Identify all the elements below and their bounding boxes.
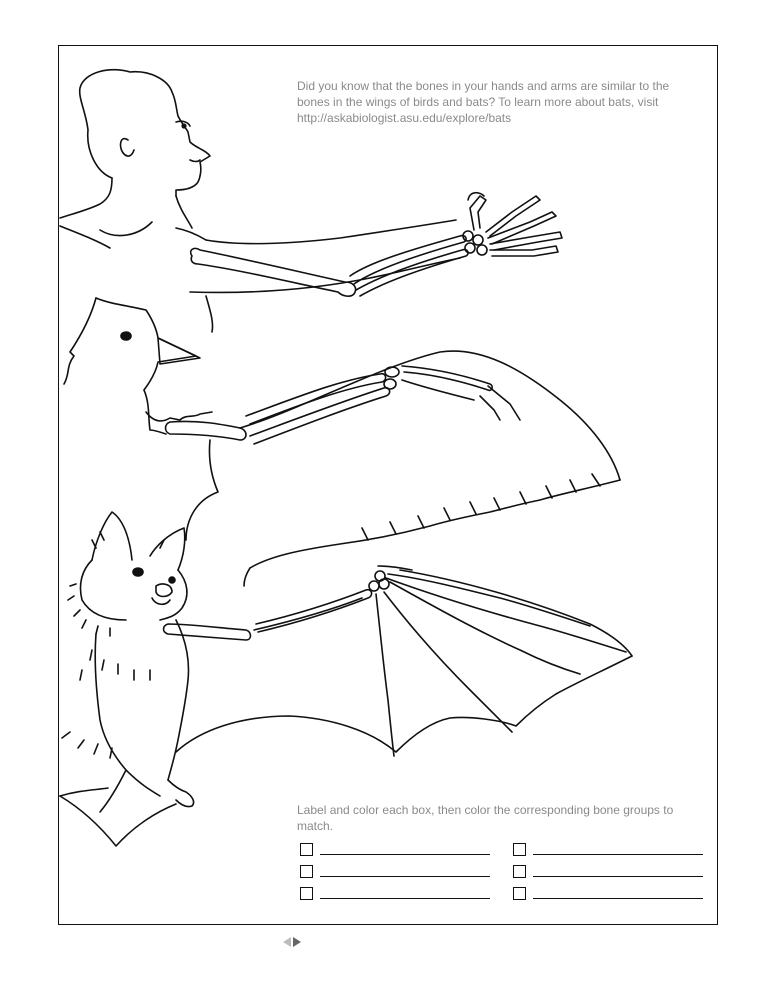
label-box-row[interactable] xyxy=(300,887,490,900)
label-line[interactable] xyxy=(320,854,490,855)
label-box-row[interactable] xyxy=(513,865,703,878)
label-box-grid xyxy=(300,843,703,913)
label-box-row[interactable] xyxy=(513,887,703,900)
label-line[interactable] xyxy=(533,876,703,877)
color-box[interactable] xyxy=(300,887,313,900)
label-box-row[interactable] xyxy=(513,843,703,856)
color-box[interactable] xyxy=(300,865,313,878)
color-box[interactable] xyxy=(513,843,526,856)
label-box-row[interactable] xyxy=(300,865,490,878)
color-box[interactable] xyxy=(513,887,526,900)
color-box[interactable] xyxy=(513,865,526,878)
page-nav-icon[interactable] xyxy=(283,936,301,948)
label-line[interactable] xyxy=(533,854,703,855)
label-box-row[interactable] xyxy=(300,843,490,856)
instructions-text: Label and color each box, then color the… xyxy=(297,803,674,833)
label-line[interactable] xyxy=(320,876,490,877)
bird-wing-illustration xyxy=(63,297,621,587)
bat-wing-illustration xyxy=(59,511,633,847)
label-line[interactable] xyxy=(533,898,703,899)
intro-paragraph: Did you know that the bones in your hand… xyxy=(297,79,670,125)
label-line[interactable] xyxy=(320,898,490,899)
color-box[interactable] xyxy=(300,843,313,856)
human-arm-illustration xyxy=(59,68,563,333)
